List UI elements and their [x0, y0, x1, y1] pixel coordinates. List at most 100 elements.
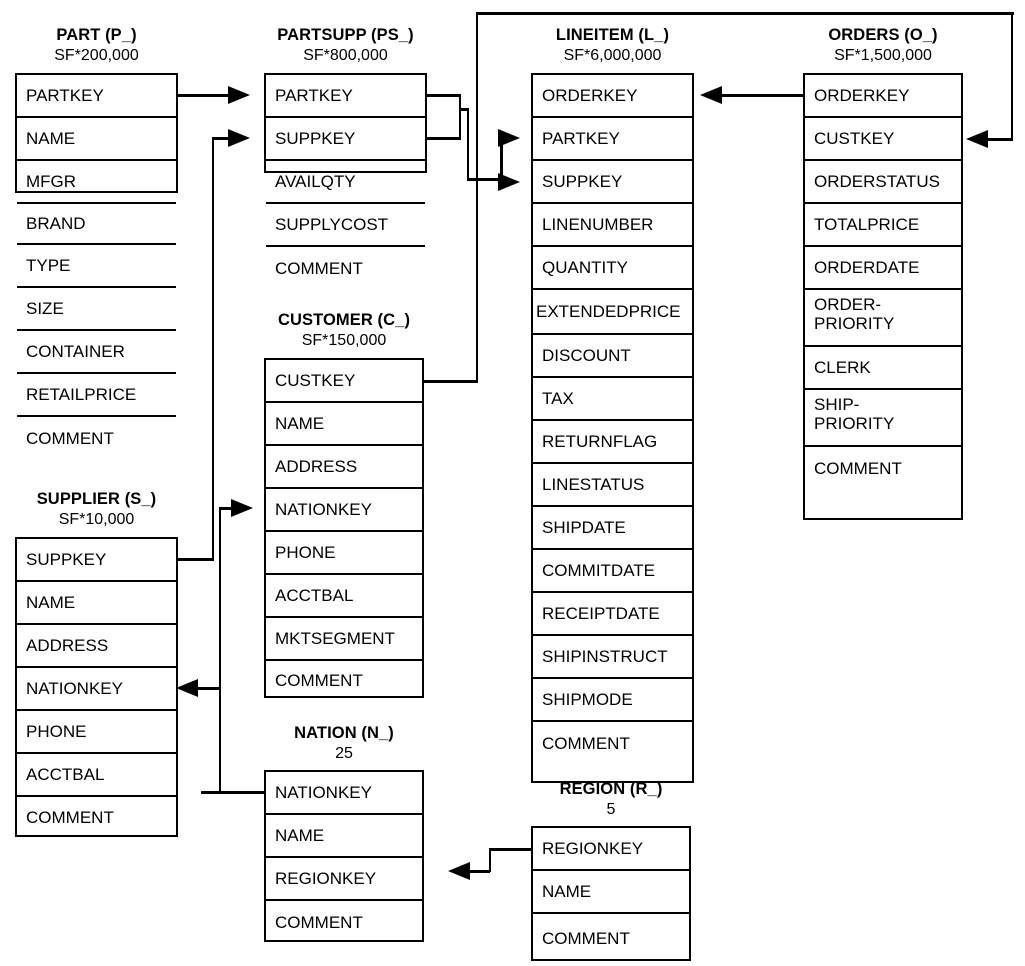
field-orders-custkey: CUSTKEY: [805, 118, 961, 161]
connector-customer-custkey-v: [475, 12, 478, 382]
field-customer-address: ADDRESS: [266, 446, 422, 489]
entity-part-title: PART (P_): [56, 26, 137, 44]
connector-region-regionkey-out: [489, 848, 531, 851]
field-lineitem-discount: DISCOUNT: [533, 335, 692, 378]
field-customer-nationkey: NATIONKEY: [266, 489, 422, 532]
entity-customer-box: CUSTKEY NAME ADDRESS NATIONKEY PHONE ACC…: [264, 358, 424, 698]
entity-nation-box: NATIONKEY NAME REGIONKEY COMMENT: [264, 770, 424, 942]
field-partsupp-suppkey: SUPPKEY: [266, 118, 425, 161]
field-lineitem-receiptdate: RECEIPTDATE: [533, 593, 692, 636]
connector-region-nation-h: [470, 870, 490, 873]
field-lineitem-comment: COMMENT: [542, 734, 630, 754]
field-lineitem-tax: TAX: [533, 378, 692, 421]
connector-nation-nationkey-out: [201, 791, 264, 794]
arrowhead-nation-regionkey: [448, 862, 470, 880]
field-lineitem-linenumber: LINENUMBER: [533, 204, 692, 247]
entity-supplier-box: SUPPKEY NAME ADDRESS NATIONKEY PHONE ACC…: [15, 537, 178, 837]
field-lineitem-shipmode: SHIPMODE: [533, 679, 692, 722]
arrowhead-lineitem-orderkey: [700, 86, 722, 104]
connector-customer-orders-top: [475, 12, 1014, 15]
field-orders-totalprice: TOTALPRICE: [805, 204, 961, 247]
field-lineitem-commitdate: COMMITDATE: [533, 550, 692, 593]
field-supplier-name: NAME: [17, 582, 176, 625]
field-part-brand: BRAND: [17, 204, 176, 245]
connector-nation-supplier-h: [198, 687, 220, 690]
field-lineitem-partkey: PARTKEY: [533, 118, 692, 161]
field-lineitem-quantity: QUANTITY: [533, 247, 692, 290]
field-customer-mktsegment: MKTSEGMENT: [266, 618, 422, 661]
field-supplier-address: ADDRESS: [17, 625, 176, 668]
entity-region-box: REGIONKEY NAME COMMENT: [531, 826, 691, 961]
arrowhead-lineitem-partkey: [498, 129, 520, 147]
field-part-type: TYPE: [17, 245, 176, 288]
field-nation-nationkey: NATIONKEY: [266, 772, 422, 815]
field-region-comment: COMMENT: [542, 928, 630, 948]
connector-orders-lineitem-orderkey: [722, 94, 804, 97]
entity-customer-cardinality: SF*150,000: [301, 332, 387, 349]
connector-lineitem-split-v: [500, 137, 503, 181]
field-partsupp-comment: COMMENT: [275, 259, 363, 279]
field-customer-custkey: CUSTKEY: [266, 360, 422, 403]
field-orders-orderkey: ORDERKEY: [805, 75, 961, 118]
field-lineitem-shipdate: SHIPDATE: [533, 507, 692, 550]
field-orders-comment: COMMENT: [814, 458, 902, 478]
field-supplier-phone: PHONE: [17, 711, 176, 754]
entity-nation-cardinality: 25: [335, 745, 353, 762]
connector-partsupp-merge-v: [466, 108, 469, 180]
field-customer-name: NAME: [266, 403, 422, 446]
entity-supplier-cardinality: SF*10,000: [58, 511, 135, 528]
field-partsupp-availqty: AVAILQTY: [266, 161, 425, 204]
field-part-size: SIZE: [17, 288, 176, 331]
field-lineitem-linestatus: LINESTATUS: [533, 464, 692, 507]
connector-nation-branch-v: [218, 507, 221, 793]
field-part-mfgr: MFGR: [17, 161, 176, 204]
field-nation-regionkey: REGIONKEY: [266, 858, 422, 901]
field-nation-comment: COMMENT: [275, 912, 363, 932]
connector-partsupp-ps-suppkey-out: [427, 137, 461, 140]
arrowhead-lineitem-suppkey: [498, 173, 520, 191]
connector-customer-custkey-out: [424, 380, 478, 383]
field-supplier-nationkey: NATIONKEY: [17, 668, 176, 711]
field-lineitem-suppkey: SUPPKEY: [533, 161, 692, 204]
entity-nation-title: NATION (N_): [294, 724, 394, 742]
connector-region-step-v: [488, 848, 491, 872]
field-part-comment: COMMENT: [26, 429, 114, 449]
entity-region-cardinality: 5: [606, 801, 616, 818]
field-orders-orderstatus: ORDERSTATUS: [805, 161, 961, 204]
field-partsupp-partkey: PARTKEY: [266, 75, 425, 118]
connector-partsupp-ps-partkey-out: [427, 94, 461, 97]
field-orders-clerk: CLERK: [805, 347, 961, 390]
entity-supplier-title: SUPPLIER (S_): [36, 490, 157, 508]
arrowhead-supplier-nationkey: [176, 679, 198, 697]
field-part-partkey: PARTKEY: [17, 75, 176, 118]
field-lineitem-returnflag: RETURNFLAG: [533, 421, 692, 464]
connector-partsupp-ps-suppkey-v: [458, 124, 461, 139]
field-supplier-acctbal: ACCTBAL: [17, 754, 176, 797]
arrowhead-partsupp-suppkey: [228, 129, 250, 147]
connector-orders-custkey-in: [988, 138, 1013, 141]
field-region-name: NAME: [533, 871, 689, 914]
field-lineitem-orderkey: ORDERKEY: [533, 75, 692, 118]
field-customer-comment: COMMENT: [275, 670, 363, 690]
entity-customer-title: CUSTOMER (C_): [277, 311, 411, 329]
field-nation-name: NAME: [266, 815, 422, 858]
entity-region-title: REGION (R_): [559, 780, 663, 798]
connector-partsupp-merge-h: [458, 108, 469, 111]
connector-part-partsupp-partkey: [178, 94, 236, 97]
field-lineitem-extendedprice: EXTENDEDPRICE: [533, 290, 692, 335]
connector-nation-customer-h: [218, 507, 243, 510]
field-supplier-comment: COMMENT: [26, 808, 114, 828]
field-supplier-suppkey: SUPPKEY: [17, 539, 176, 582]
arrowhead-partsupp-partkey: [228, 86, 250, 104]
entity-lineitem-box: ORDERKEY PARTKEY SUPPKEY LINENUMBER QUAN…: [531, 73, 694, 783]
entity-lineitem-title: LINEITEM (L_): [555, 26, 670, 44]
field-partsupp-supplycost: SUPPLYCOST: [266, 204, 425, 247]
connector-orders-custkey-v: [1010, 12, 1013, 139]
entity-orders-box: ORDERKEY CUSTKEY ORDERSTATUS TOTALPRICE …: [803, 73, 963, 520]
entity-partsupp-cardinality: SF*800,000: [303, 47, 388, 64]
connector-supplier-suppkey-h2: [211, 137, 240, 140]
field-customer-acctbal: ACCTBAL: [266, 575, 422, 618]
field-lineitem-shipinstruct: SHIPINSTRUCT: [533, 636, 692, 679]
field-orders-shippriority: SHIP- PRIORITY: [805, 390, 961, 447]
